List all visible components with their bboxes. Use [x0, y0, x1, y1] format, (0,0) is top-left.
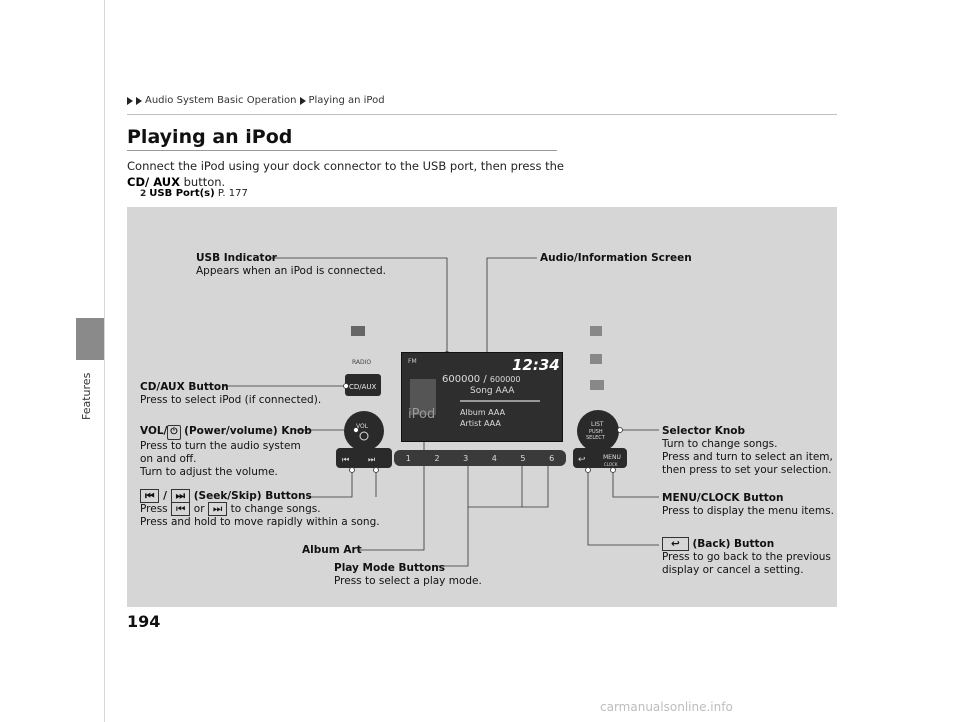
- breadcrumb: Audio System Basic Operation Playing an …: [127, 95, 385, 106]
- leader-usb: [270, 257, 448, 352]
- callout-vol-knob: VOL/⏻ (Power/volume) Knob Press to turn …: [140, 425, 312, 478]
- selector-knob: [577, 410, 619, 452]
- leader-seek-a: [309, 470, 353, 498]
- breadcrumb-item: Audio System Basic Operation: [145, 95, 297, 106]
- preset-button[interactable]: 2: [434, 453, 440, 463]
- callout-audio-screen: Audio/Information Screen: [540, 252, 692, 264]
- source-label: iPod: [408, 407, 436, 422]
- fm-indicator-icon: FM: [408, 358, 417, 365]
- info-icon: [590, 380, 604, 390]
- clock-display: 12:34: [512, 356, 560, 374]
- back-icon: ↩: [578, 455, 586, 465]
- artist-name: Artist AAA: [460, 419, 501, 428]
- callout-usb-indicator: USB Indicator Appears when an iPod is co…: [196, 252, 386, 277]
- radio-label: RADIO: [352, 359, 371, 366]
- preset-button[interactable]: 3: [463, 453, 469, 463]
- album-art: [410, 379, 436, 415]
- play-mode-buttons: 1 2 3 4 5 6: [394, 450, 566, 466]
- progress-bar: [460, 400, 540, 402]
- callout-menu-clock: MENU/CLOCK Button Press to display the m…: [662, 492, 834, 517]
- watermark: carmanualsonline.info: [600, 700, 733, 714]
- breadcrumb-arrow-icon: [299, 96, 306, 105]
- song-title: Song AAA: [470, 386, 515, 396]
- title-rule: [127, 150, 557, 151]
- vol-knob: [344, 411, 384, 451]
- seek-forward-icon: ⏭: [170, 489, 191, 503]
- intro-text: Connect the iPod using your dock connect…: [127, 159, 564, 189]
- clock-label: CLOCK: [604, 462, 618, 467]
- page-title: Playing an iPod: [127, 126, 293, 148]
- preset-button[interactable]: 1: [405, 453, 411, 463]
- seek-back-icon: ⏮: [342, 455, 349, 464]
- section-tab: [76, 318, 104, 360]
- leader-play-a: [432, 458, 469, 567]
- list-label: LIST: [591, 421, 604, 428]
- leader-back: [587, 470, 659, 546]
- callout-back-button: ↩ (Back) Button Press to go back to the …: [662, 537, 831, 576]
- preset-button[interactable]: 4: [491, 453, 497, 463]
- disc-icon: [351, 326, 365, 336]
- callout-cd-aux: CD/AUX Button Press to select iPod (if c…: [140, 381, 322, 406]
- push-label: PUSH: [589, 429, 603, 435]
- side-divider: [104, 0, 105, 722]
- preset-button[interactable]: 5: [520, 453, 526, 463]
- breadcrumb-arrow-icon: [127, 96, 133, 105]
- callout-selector-knob: Selector Knob Turn to change songs. Pres…: [662, 425, 833, 476]
- power-icon: ⏻: [167, 425, 181, 440]
- callout-play-mode: Play Mode Buttons Press to select a play…: [334, 562, 482, 587]
- seek-back-icon: ⏮: [170, 502, 191, 516]
- callout-album-art: Album Art: [302, 544, 362, 556]
- cd-aux-button: [345, 374, 381, 396]
- album-name: Album AAA: [460, 408, 506, 417]
- breadcrumb-arrow-icon: [136, 96, 142, 105]
- vol-label: VOL: [356, 423, 369, 430]
- back-icon: ↩: [662, 537, 689, 551]
- cd-aux-label: CD/AUX: [349, 383, 377, 391]
- audio-information-screen: FM 12:34 600000 / 600000 Song AAA iPod A…: [401, 352, 563, 442]
- track-count: 600000 / 600000: [442, 374, 521, 385]
- breadcrumb-item: Playing an iPod: [308, 95, 385, 106]
- page-number: 194: [127, 612, 161, 631]
- phone-icon: [590, 354, 602, 364]
- callout-seek-buttons: ⏮ / ⏭ (Seek/Skip) Buttons Press ⏮ or ⏭ t…: [140, 489, 380, 528]
- power-icon: [359, 431, 369, 441]
- select-label: SELECT: [586, 435, 606, 441]
- leader-screen: [486, 257, 537, 356]
- lock-icon: [590, 326, 602, 336]
- leader-menu: [612, 470, 659, 498]
- seek-forward-icon: ⏭: [207, 502, 228, 516]
- seek-buttons: [336, 448, 392, 468]
- back-menu-buttons: [573, 448, 627, 468]
- reference-icon: 2: [140, 189, 147, 199]
- header-rule: [127, 114, 837, 115]
- menu-label: MENU: [603, 454, 621, 461]
- preset-button[interactable]: 6: [549, 453, 555, 463]
- seek-back-icon: ⏮: [140, 489, 160, 503]
- seek-forward-icon: ⏭: [368, 455, 375, 464]
- leader-albumart: [357, 424, 425, 551]
- leader-play-b: [468, 458, 549, 508]
